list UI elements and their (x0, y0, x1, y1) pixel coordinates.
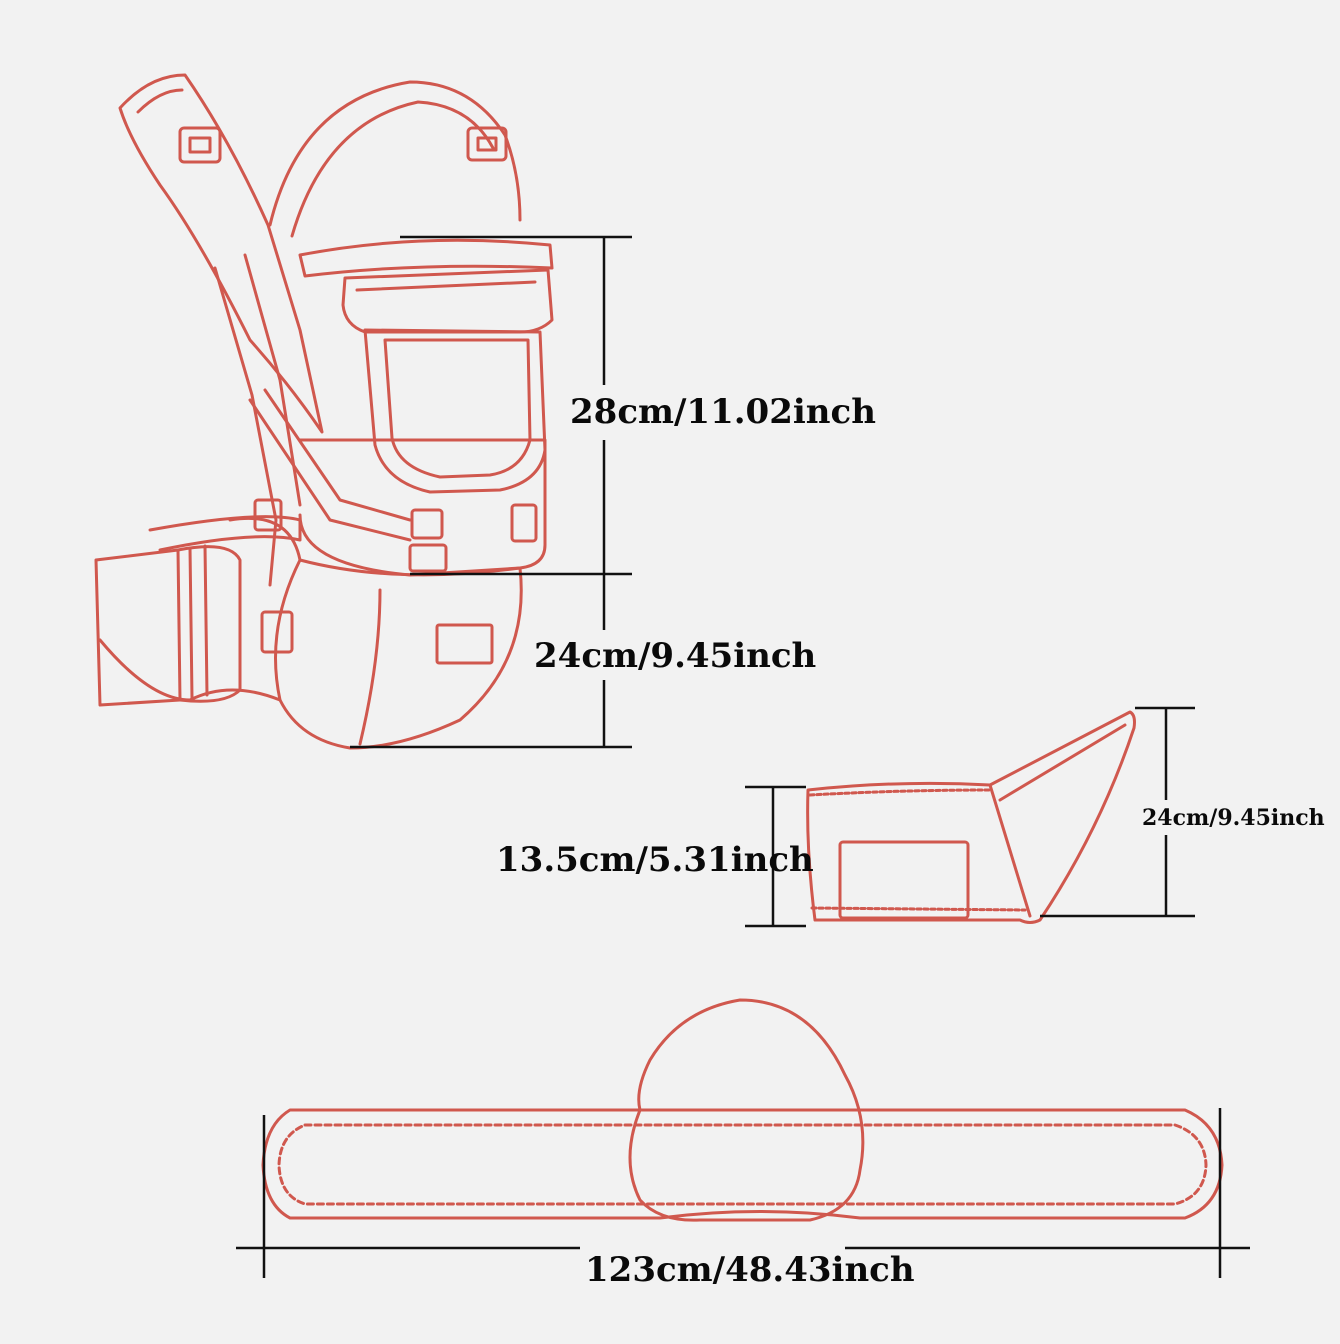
upper-height-label: 28cm/11.02inch (570, 392, 876, 432)
hip-seat-illustration (806, 710, 1136, 924)
carrier-illustration (94, 73, 554, 750)
dimension-lines (236, 235, 1250, 1278)
belt-length-label: 123cm/48.43inch (585, 1250, 915, 1290)
waist-belt-illustration (261, 998, 1224, 1222)
seat-back-height-label: 24cm/9.45inch (1142, 805, 1325, 831)
lower-height-label: 24cm/9.45inch (534, 636, 817, 676)
seat-front-height-label: 13.5cm/5.31inch (496, 840, 814, 880)
